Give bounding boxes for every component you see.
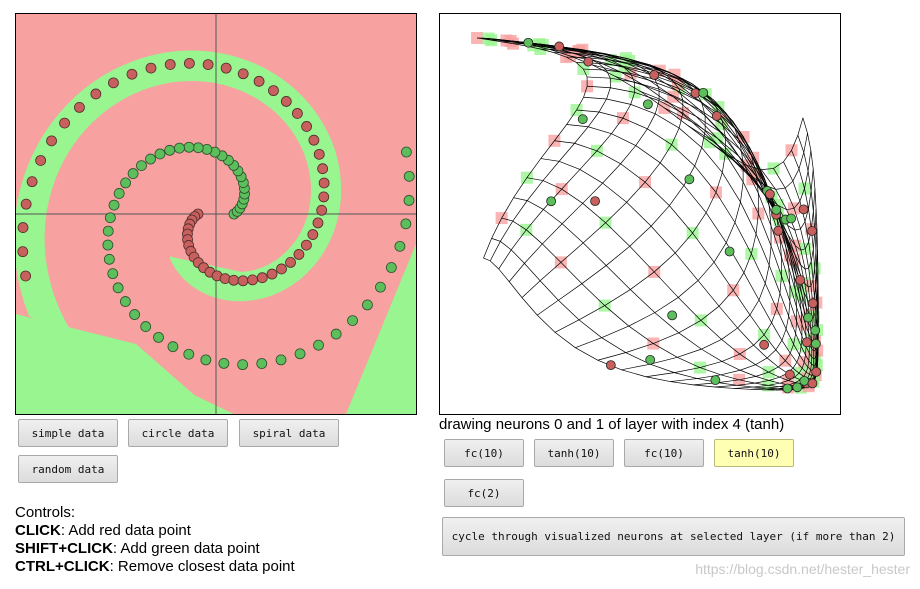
layer-button-fc-2[interactable]: fc(10): [624, 439, 704, 467]
decision-boundary-canvas[interactable]: [15, 13, 417, 415]
neuron-space-canvas: [439, 13, 841, 415]
layer-button-fc-4[interactable]: fc(2): [444, 479, 524, 507]
random-data-button[interactable]: random data: [18, 455, 118, 483]
neuron-space-svg: [440, 14, 840, 414]
control-click: CLICK: Add red data point: [15, 522, 295, 540]
circle-data-button[interactable]: circle data: [128, 419, 228, 447]
layer-button-fc-0[interactable]: fc(10): [444, 439, 524, 467]
controls-heading: Controls:: [15, 504, 295, 522]
simple-data-button[interactable]: simple data: [18, 419, 118, 447]
watermark-text: https://blog.csdn.net/hester_hester: [695, 561, 910, 577]
controls-help: Controls: CLICK: Add red data point SHIF…: [15, 504, 295, 576]
cycle-neurons-button[interactable]: cycle through visualized neurons at sele…: [442, 517, 905, 556]
layer-button-tanh-1[interactable]: tanh(10): [534, 439, 614, 467]
layer-button-tanh-3[interactable]: tanh(10): [714, 439, 794, 467]
control-ctrl-click: CTRL+CLICK: Remove closest data point: [15, 558, 295, 576]
spiral-data-button[interactable]: spiral data: [239, 419, 339, 447]
visualization-status: drawing neurons 0 and 1 of layer with in…: [439, 416, 784, 433]
decision-boundary-svg[interactable]: [16, 14, 416, 414]
control-shift-click: SHIFT+CLICK: Add green data point: [15, 540, 295, 558]
